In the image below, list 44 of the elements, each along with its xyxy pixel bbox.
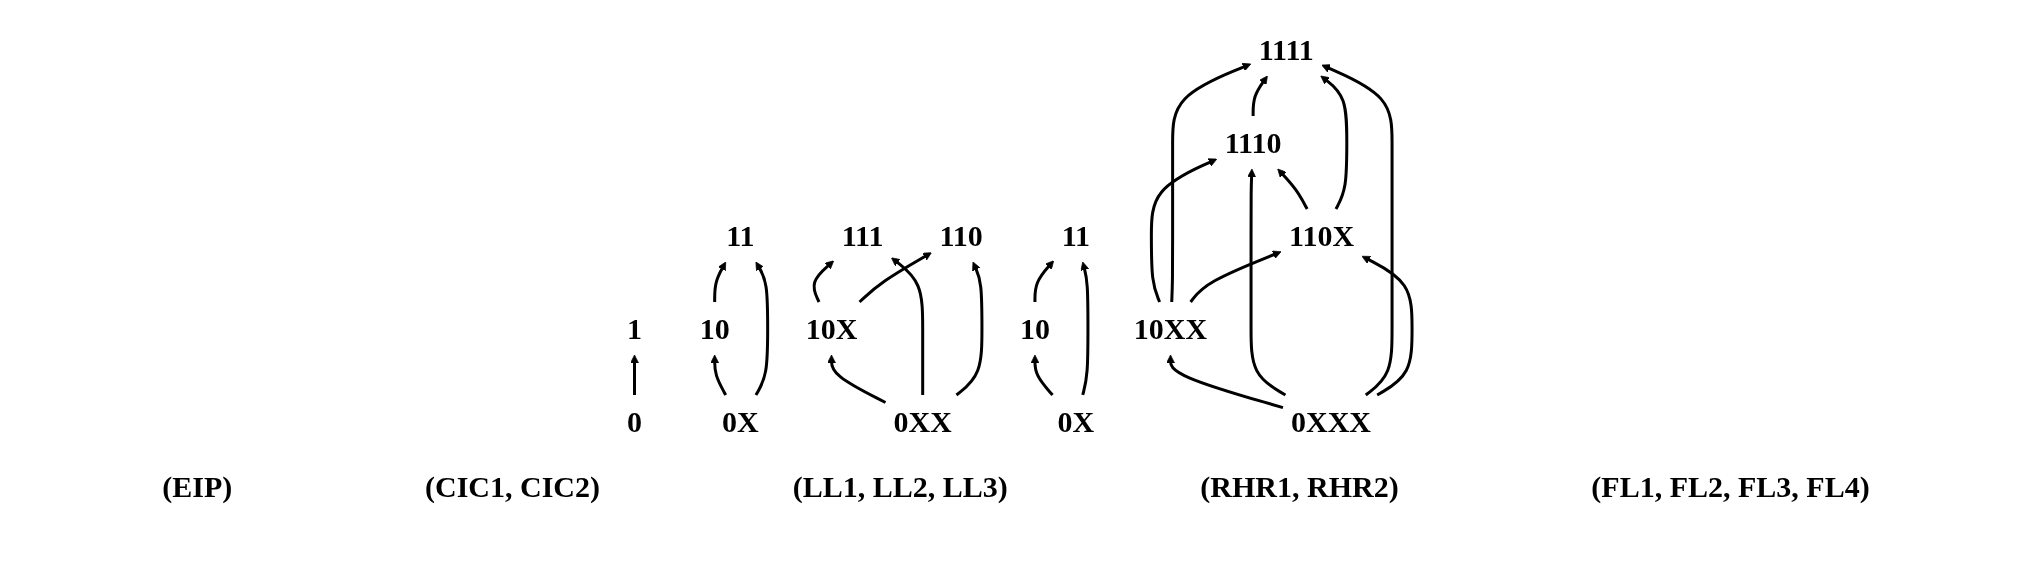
node-text: 11 [1062,218,1091,252]
node-text: 110 [939,218,984,252]
arrow [1252,75,1269,116]
arrow [1321,63,1394,396]
node-text: 0XX [893,404,953,438]
arrow [1166,354,1284,409]
node-text: 0X [722,404,760,438]
arrow [1189,250,1282,303]
node-text: 0 [627,404,643,438]
node-text: 1 [627,311,643,345]
arrow [1362,255,1414,396]
arrow [1150,157,1218,303]
node-text: 0XXX [1291,404,1372,438]
arrow [1033,259,1055,302]
arrow [710,354,728,396]
panel-caption: (CIC1, CIC2) [425,470,600,504]
node-text: 1111 [1259,32,1315,66]
panel-caption: (LL1, LL2, LL3) [792,470,1008,504]
arrow [1247,168,1287,396]
panel-caption: (FL1, FL2, FL3, FL4) [1591,470,1870,504]
arrow [813,259,835,303]
arrow [713,261,727,302]
arrow [1320,75,1349,210]
node-text: 10 [700,311,731,345]
arrow [1170,62,1252,302]
panel-caption: (RHR1, RHR2) [1200,470,1399,504]
node-text: 10X [806,311,858,345]
arrow [1277,168,1309,210]
node-text: 111 [842,218,884,252]
node-text: 0X [1058,404,1095,438]
arrow [956,261,984,396]
arrow [630,354,640,395]
node-text: 11 [726,218,755,252]
node-text: 1110 [1225,125,1282,159]
node-text: 110X [1289,218,1355,252]
arrow [1031,354,1055,396]
arrow [859,251,933,303]
arrow [891,256,925,395]
panel-caption: (EIP) [162,470,233,504]
arrow [755,261,770,396]
node-text: 10 [1020,311,1051,345]
arrow [1080,261,1090,395]
arrow [827,354,887,404]
node-text: 10XX [1134,311,1208,345]
